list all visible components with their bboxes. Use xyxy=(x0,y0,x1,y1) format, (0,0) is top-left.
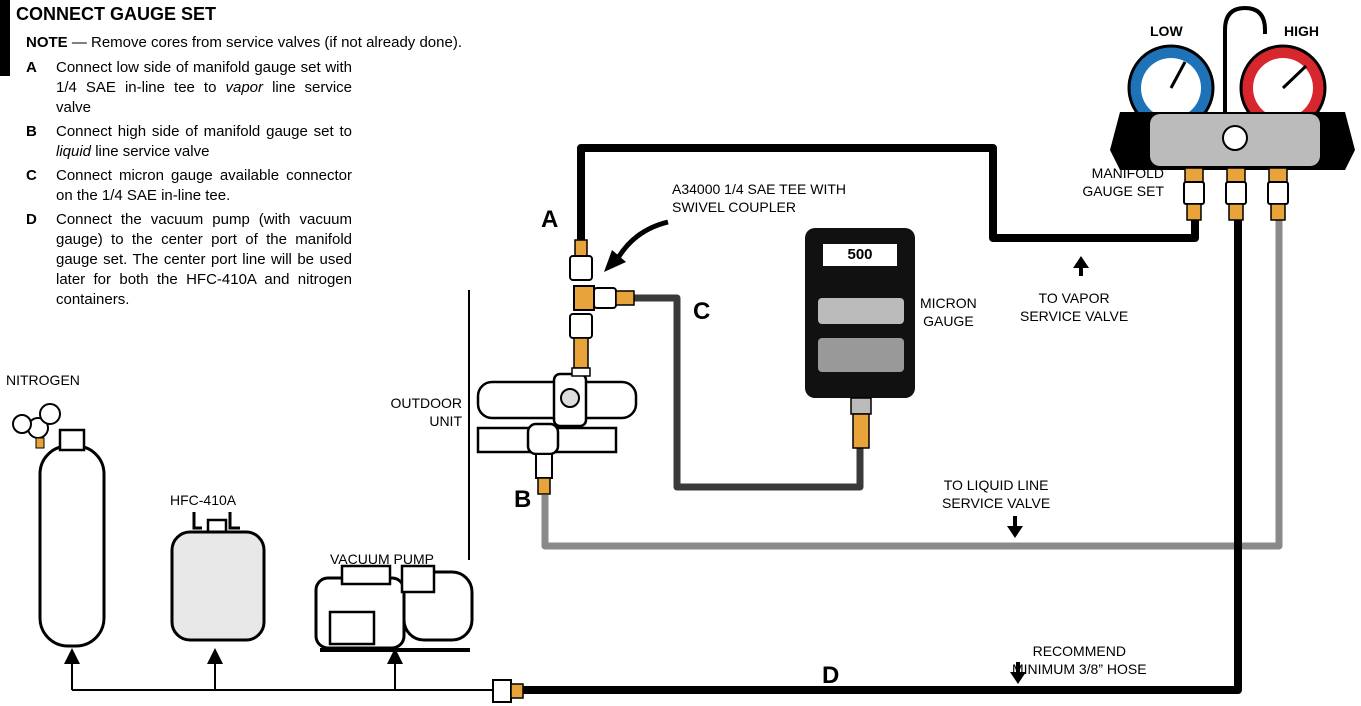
step-key: B xyxy=(26,123,37,140)
callout-letter-a: A xyxy=(541,206,559,233)
callout-letter-d: D xyxy=(822,662,840,689)
to-liquid-label: TO LIQUID LINE SERVICE VALVE xyxy=(942,476,1050,512)
step-a: A Connect low side of manifold gauge set … xyxy=(26,58,446,118)
outdoor-unit-label-line: UNIT xyxy=(429,413,462,429)
hfc-cylinder xyxy=(170,512,266,642)
step-text-part: line service valve xyxy=(91,143,210,160)
micron-gauge-label-line: GAUGE xyxy=(923,313,974,329)
tee-label-line: A34000 1/4 SAE TEE WITH xyxy=(672,181,847,197)
micron-gauge-label-line: MICRON xyxy=(920,295,977,311)
pointer-arrow-tee xyxy=(615,219,669,260)
arrow-up-nitrogen xyxy=(64,648,80,664)
hfc-label: HFC-410A xyxy=(170,492,237,508)
arrow-down-recommend xyxy=(1010,662,1026,684)
arrow-up-vapor xyxy=(1073,256,1089,276)
high-side-label: HIGH xyxy=(1284,23,1319,39)
hose-liquid-line xyxy=(541,218,1283,550)
arrow-up-hfc xyxy=(207,648,223,664)
manifold-label-line: GAUGE SET xyxy=(1082,183,1164,199)
recommend-hose-label-line: MINIMUM 3/8” HOSE xyxy=(1012,661,1147,677)
micron-gauge-label: MICRON GAUGE xyxy=(920,294,977,330)
step-c: C Connect micron gauge available connecto… xyxy=(26,166,446,206)
step-text-part: Connect high side of manifold gauge set … xyxy=(56,123,352,140)
vacuum-pump-label: VACUUM PUMP xyxy=(330,551,434,567)
outdoor-unit-label: OUTDOOR UNIT xyxy=(378,394,462,430)
step-key: A xyxy=(26,59,37,76)
note-label: NOTE xyxy=(26,34,68,51)
tee-label: A34000 1/4 SAE TEE WITH SWIVEL COUPLER xyxy=(672,180,846,216)
callout-letter-b: B xyxy=(514,486,532,513)
bottom-hose-fitting xyxy=(492,679,524,703)
to-vapor-label: TO VAPOR SERVICE VALVE xyxy=(1020,289,1128,325)
nitrogen-cylinder xyxy=(12,403,106,648)
step-text-part: Connect the vacuum pump (with vacuum gau… xyxy=(56,211,352,308)
step-text: Connect micron gauge available connector… xyxy=(56,166,352,206)
arrow-down-liquid xyxy=(1007,516,1023,538)
manifold-label: MANIFOLD GAUGE SET xyxy=(1066,164,1164,200)
micron-gauge-reading: 500 xyxy=(847,246,873,263)
step-text: Connect high side of manifold gauge set … xyxy=(56,122,352,162)
step-text: Connect the vacuum pump (with vacuum gau… xyxy=(56,210,352,310)
step-list: A Connect low side of manifold gauge set … xyxy=(26,58,446,314)
to-vapor-label-line: SERVICE VALVE xyxy=(1020,308,1129,324)
step-d: D Connect the vacuum pump (with vacuum ga… xyxy=(26,210,446,310)
note-line: NOTE — Remove cores from service valves … xyxy=(26,34,462,51)
low-side-label: LOW xyxy=(1150,23,1183,39)
manifold-label-line: MANIFOLD xyxy=(1091,165,1164,181)
callout-letter-c: C xyxy=(693,298,711,325)
step-key: C xyxy=(26,167,37,184)
section-marker-bar xyxy=(0,0,10,76)
sae-tee-assembly xyxy=(569,239,635,377)
step-b: B Connect high side of manifold gauge set… xyxy=(26,122,446,162)
step-text-part: Connect low side of manifold gauge set w… xyxy=(56,59,352,96)
vapor-service-valve xyxy=(476,372,638,428)
note-text: — Remove cores from service valves (if n… xyxy=(67,34,462,51)
recommend-hose-label: RECOMMEND MINIMUM 3/8” HOSE xyxy=(1012,642,1147,678)
manifold-gauge-set xyxy=(1110,5,1355,221)
to-vapor-label-line: TO VAPOR xyxy=(1038,290,1110,306)
nitrogen-label: NITROGEN xyxy=(6,372,80,388)
step-text-part: line service valve xyxy=(56,79,352,116)
step-text-part: Connect micron gauge available connector… xyxy=(56,167,352,204)
pointer-arrowhead xyxy=(604,250,626,272)
step-text: Connect low side of manifold gauge set w… xyxy=(56,58,352,118)
to-liquid-label-line: SERVICE VALVE xyxy=(942,495,1051,511)
hose-vapor-line xyxy=(577,144,1199,248)
outdoor-unit-label-line: OUTDOOR xyxy=(390,395,462,411)
step-text-emphasis: vapor xyxy=(225,79,264,96)
arrow-up-pump xyxy=(387,648,403,664)
page-title: CONNECT GAUGE SET xyxy=(16,4,217,24)
step-text-emphasis: liquid xyxy=(56,143,92,160)
hose-micron-line xyxy=(634,294,864,491)
hose-center-line xyxy=(520,218,1242,694)
to-liquid-label-line: TO LIQUID LINE xyxy=(943,477,1049,493)
vacuum-pump-device xyxy=(314,564,474,652)
recommend-hose-label-line: RECOMMEND xyxy=(1032,643,1126,659)
micron-gauge-device xyxy=(805,228,915,449)
step-key: D xyxy=(26,211,37,228)
liquid-service-valve xyxy=(476,422,618,495)
tee-label-line: SWIVEL COUPLER xyxy=(672,199,796,215)
